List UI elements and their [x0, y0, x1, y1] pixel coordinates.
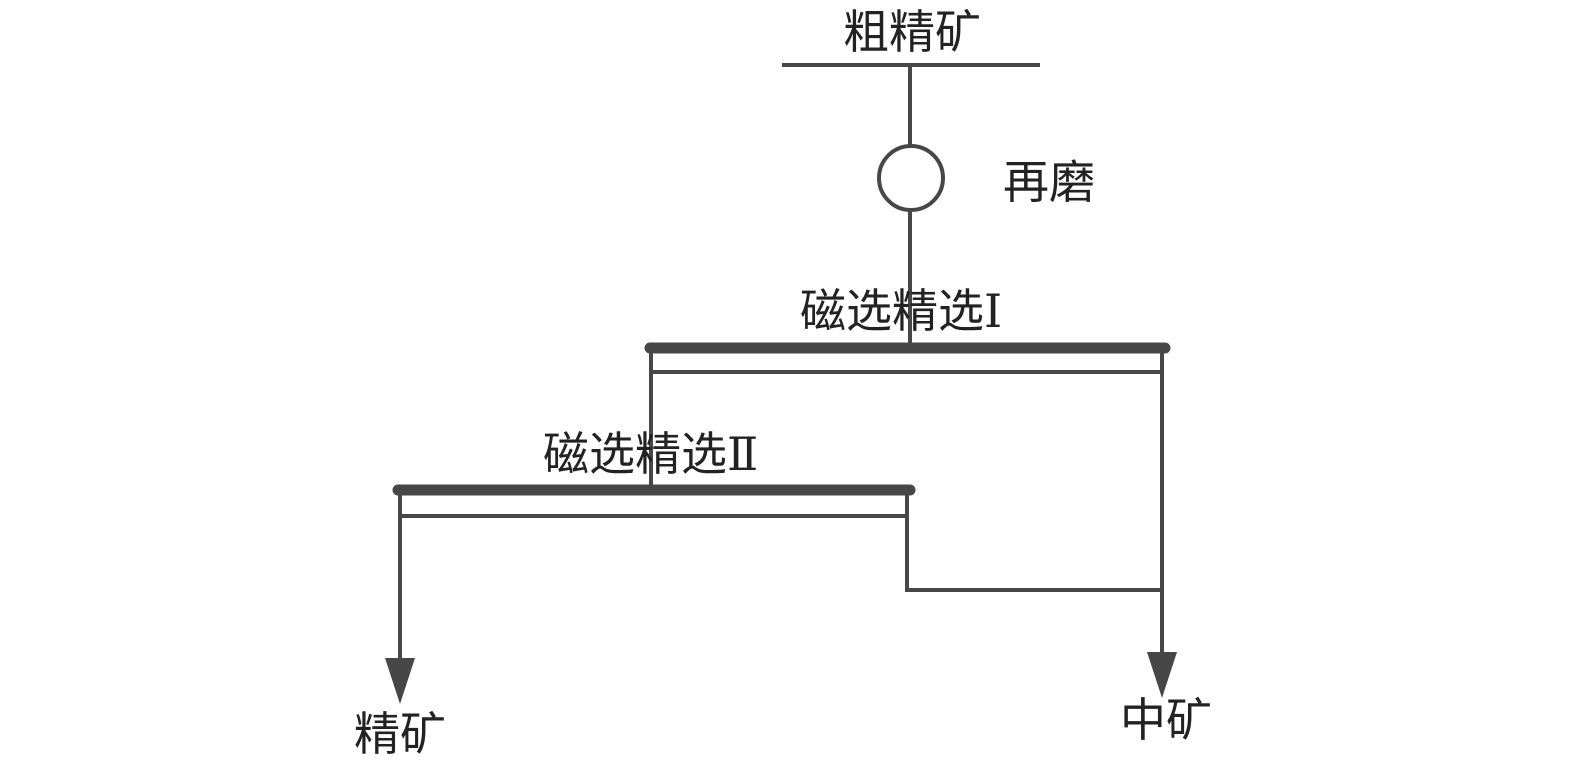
concentrate-arrow-icon	[385, 658, 415, 704]
stage2-tailing-flow	[905, 490, 1162, 592]
concentrate-label: 精矿	[354, 707, 446, 761]
middling-arrow-icon	[1147, 652, 1177, 698]
stage2-label: 磁选精选Ⅱ	[543, 427, 758, 481]
stage1-label: 磁选精选Ⅰ	[800, 284, 1002, 338]
input-label: 粗精矿	[843, 5, 981, 59]
regrind-label: 再磨	[1003, 155, 1095, 209]
middling-label: 中矿	[1120, 693, 1212, 747]
regrind-mill-icon	[877, 144, 945, 212]
